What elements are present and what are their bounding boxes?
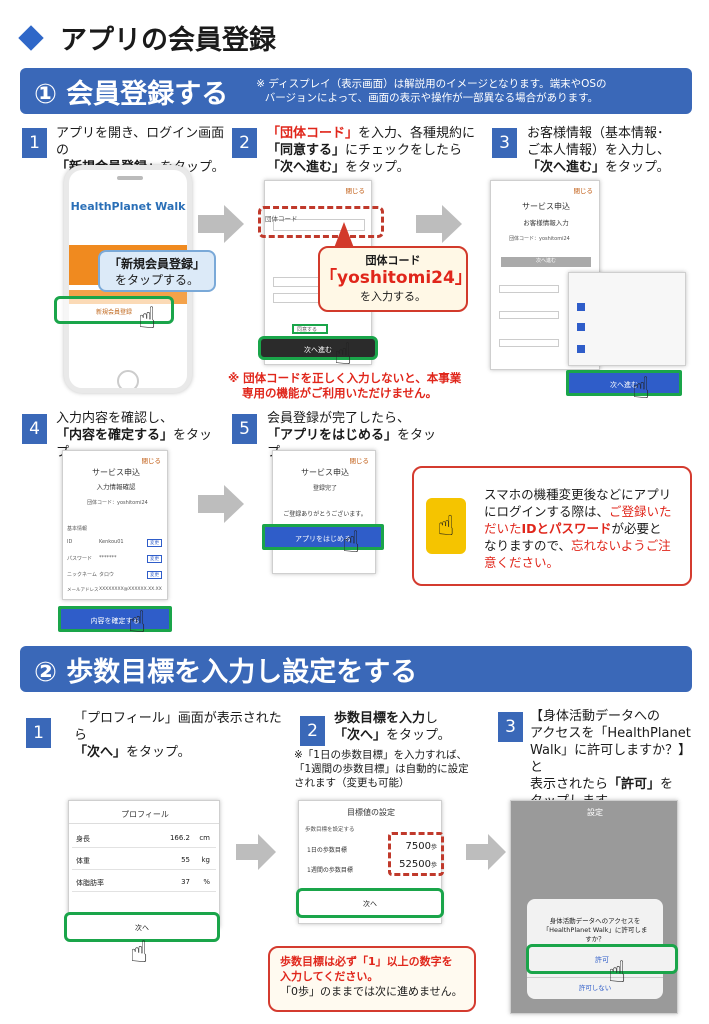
- checkbox-checked-icon[interactable]: [577, 345, 585, 353]
- arrow-right-icon: [236, 844, 260, 860]
- tap-hand-icon: ☝: [608, 955, 627, 990]
- step5-text: 会員登録が完了したら、 「アプリをはじめる」をタップ。: [267, 411, 437, 460]
- step5-number: 5: [232, 414, 257, 444]
- profile-row-unit: cm: [199, 834, 210, 842]
- arrow-right-head-icon: [224, 485, 244, 523]
- step3-number: 3: [492, 128, 517, 158]
- close-link[interactable]: 閉じる: [573, 187, 594, 195]
- step4-number: 4: [22, 414, 47, 444]
- step4-screen: 閉じる サービス申込 入力情報確認 団体コード：yoshitomi24 基本情報…: [62, 450, 168, 600]
- password-confirm-input[interactable]: [499, 339, 559, 347]
- goal-next-button[interactable]: 次へ: [296, 888, 444, 918]
- arrow-right-icon: [198, 495, 226, 513]
- profile-row-value[interactable]: 55: [181, 856, 190, 864]
- display-note: ※ ディスプレイ（表示画面）は解説用のイメージとなります。端末やOSの バージョ…: [256, 78, 607, 104]
- arrow-right-icon: [466, 844, 490, 860]
- s2-step2-note: ※「1日の歩数目標」を入力すれば、 「1週間の歩数目標」は自動的に設定 されます…: [294, 749, 469, 789]
- app-logo: HealthPlanet Walk: [70, 200, 186, 213]
- tip-box: ☝ スマホの機種変更後などにアプリ にログインする際は、ご登録いた だいたIDと…: [412, 466, 692, 586]
- profile-row: 体重 55 kg: [72, 852, 216, 870]
- tap-hand-icon: ☝: [138, 301, 157, 336]
- tap-hand-icon: ☝: [128, 605, 147, 640]
- next-button[interactable]: 次へ進む: [566, 370, 682, 396]
- close-link[interactable]: 閉じる: [345, 187, 366, 195]
- profile-row: 身長 166.2 cm: [72, 830, 216, 848]
- arrow-right-head-icon: [488, 834, 506, 870]
- goal-warning-box: 歩数目標は必ず「1」以上の数字を 入力してください。 「0歩」のままでは次に進め…: [268, 946, 476, 1012]
- profile-next-button[interactable]: 次へ: [64, 912, 220, 942]
- section2-banner: ② 歩数目標を入力し設定をする: [20, 646, 692, 692]
- checkbox-checked-icon[interactable]: [577, 303, 585, 311]
- day-goal-input[interactable]: 7500歩: [405, 841, 437, 852]
- checkbox-checked-icon[interactable]: [577, 323, 585, 331]
- step4-text: 入力内容を確認し、 「内容を確定する」をタップ。: [56, 411, 213, 460]
- section1-banner: ① 会員登録する ※ ディスプレイ（表示画面）は解説用のイメージとなります。端末…: [20, 68, 692, 114]
- s2-step1-text: 「プロフィール」画面が表示されたら 「次へ」をタップ。: [74, 711, 282, 760]
- section2-heading: ② 歩数目標を入力し設定をする: [34, 656, 418, 688]
- start-app-button[interactable]: アプリをはじめる: [262, 524, 384, 550]
- confirm-button[interactable]: 内容を確定する: [58, 606, 172, 632]
- step3-agreements: [568, 272, 686, 366]
- allow-button[interactable]: 許可: [526, 944, 678, 974]
- edit-button[interactable]: 変更: [147, 539, 162, 547]
- week-goal-input[interactable]: 52500歩: [399, 859, 437, 870]
- code-input[interactable]: [273, 219, 365, 231]
- diamond-icon: [18, 24, 44, 51]
- step5-screen: 閉じる サービス申込 登録完了 ご登録ありがとうございます。: [272, 450, 376, 574]
- agree-checkbox[interactable]: 同意する: [292, 324, 328, 334]
- register-button[interactable]: 新規会員登録: [54, 296, 174, 324]
- next-button[interactable]: 次へ進む: [258, 336, 378, 360]
- code-warning: ※ 団体コードを正しく入力しないと、本事業 専用の機能がご利用いただけません。: [228, 371, 462, 400]
- id-input[interactable]: [499, 285, 559, 293]
- edit-button[interactable]: 変更: [147, 571, 162, 579]
- tap-hand-icon: ☝: [632, 371, 651, 406]
- step1-number: 1: [22, 128, 47, 158]
- s2-step2-text: 歩数目標を入力し 「次へ」をタップ。: [334, 711, 451, 743]
- tip-text: スマホの機種変更後などにアプリ にログインする際は、ご登録いた だいたIDとパス…: [484, 487, 672, 570]
- page-title: アプリの会員登録: [18, 18, 276, 57]
- arrow-right-icon: [198, 215, 226, 233]
- tap-hand-icon: ☝: [334, 337, 353, 372]
- arrow-right-head-icon: [442, 205, 462, 243]
- goal-highlight: 7500歩 52500歩: [388, 832, 444, 876]
- profile-row-unit: kg: [201, 856, 211, 864]
- pointing-hand-icon: ☝: [426, 498, 466, 554]
- arrow-right-icon: [416, 215, 444, 233]
- profile-row-label: 身長: [76, 835, 90, 843]
- close-link[interactable]: 閉じる: [349, 457, 370, 465]
- s2-step3-text: 【身体活動データへの アクセスを「HealthPlanet Walk」に許可しま…: [530, 709, 692, 809]
- profile-row-unit: %: [203, 878, 210, 886]
- tap-hand-icon: ☝: [342, 525, 361, 560]
- deny-button[interactable]: 許可しない: [527, 977, 663, 992]
- code-highlight: 団体コード: [258, 206, 384, 238]
- tap-hand-icon: ☝: [130, 935, 149, 970]
- phone-speaker: [117, 176, 143, 180]
- arrow-right-head-icon: [224, 205, 244, 243]
- profile-row-value[interactable]: 37: [181, 878, 190, 886]
- step2-text: 「団体コード」を入力、各種規約に 「同意する」にチェックをしたら「次へ進む」をタ…: [267, 126, 476, 175]
- s2-step2-number: 2: [300, 716, 325, 746]
- profile-row: 体脂肪率 37%: [72, 874, 216, 892]
- profile-row-value[interactable]: 166.2: [169, 834, 190, 842]
- edit-button[interactable]: 変更: [147, 555, 162, 563]
- step1-bubble: 「新規会員登録」 をタップする。: [98, 250, 216, 292]
- profile-screen: プロフィール: [68, 800, 220, 928]
- step3-text: お客様情報（基本情報･ ご本人情報）を入力し、 「次へ進む」をタップ。: [527, 126, 671, 175]
- permission-screen: 設定 身体活動データへのアクセスを 「HealthPlanet Walk」に許可…: [510, 800, 678, 1014]
- profile-row-label: 体脂肪率: [76, 879, 104, 887]
- password-input[interactable]: [499, 311, 559, 319]
- step2-number: 2: [232, 128, 257, 158]
- callout-pointer-icon: [334, 222, 354, 248]
- arrow-right-head-icon: [258, 834, 276, 870]
- s2-step1-number: 1: [26, 718, 51, 748]
- profile-row-label: 体重: [76, 857, 90, 865]
- s2-step3-number: 3: [498, 712, 523, 742]
- section1-heading: ① 会員登録する: [34, 78, 229, 110]
- close-link[interactable]: 閉じる: [141, 457, 162, 465]
- home-button: [117, 370, 139, 388]
- code-callout: 団体コード 「yoshitomi24」 を入力する。: [318, 246, 472, 312]
